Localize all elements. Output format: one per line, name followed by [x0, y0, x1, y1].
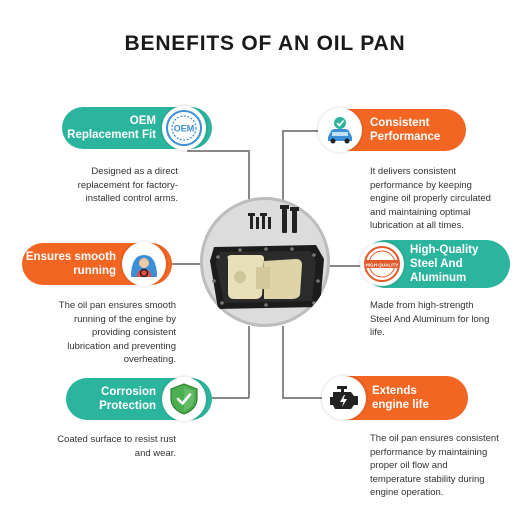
benefit-quality-title: High-Quality [410, 244, 479, 256]
connector-line [282, 130, 284, 200]
page-title: BENEFITS OF AN OIL PAN [124, 32, 406, 55]
connector-line [187, 150, 249, 152]
benefit-extends-desc: The oil pan ensures consistent performan… [370, 433, 499, 498]
quality-stamp-icon: HIGH QUALITY [360, 242, 404, 286]
oil-pan-image [200, 197, 330, 327]
benefit-quality-desc: Made from high-strength Steel And Alumin… [370, 300, 490, 338]
benefit-extends-title: Extends [372, 385, 417, 397]
benefit-oem-desc: Designed as a direct replacement for fac… [77, 166, 178, 204]
benefit-consistent-title: Performance [370, 131, 441, 143]
benefit-quality-title: Aluminum [410, 272, 467, 284]
benefit-consistent-title: Consistent [370, 117, 430, 129]
connector-line [248, 150, 250, 200]
oem-seal-icon: OEM [162, 106, 206, 150]
connector-line [168, 263, 202, 265]
benefit-extends-title: engine life [372, 399, 429, 411]
shield-check-icon [162, 377, 206, 421]
benefit-corrosion-desc: Coated surface to resist rust and wear. [57, 434, 176, 459]
benefit-corrosion-title: Corrosion [101, 386, 156, 398]
connector-line [328, 265, 366, 267]
benefit-smooth-desc: The oil pan ensures smooth running of th… [58, 300, 176, 365]
benefit-smooth-title: running [73, 265, 116, 277]
connector-line [282, 326, 284, 398]
benefit-oem-title: OEM [129, 115, 156, 127]
driver-icon [122, 242, 166, 286]
connector-line [248, 326, 250, 398]
car-check-icon [318, 108, 362, 152]
connector-line [202, 397, 249, 399]
engine-icon [322, 376, 366, 420]
quality-badge-text: HIGH QUALITY [366, 262, 399, 267]
benefit-quality-title: Steel And [410, 258, 463, 270]
oil-pan-icon [210, 205, 324, 309]
connector-line [282, 130, 322, 132]
benefit-smooth-title: Ensures smooth [25, 251, 116, 263]
benefit-corrosion-title: Protection [99, 400, 156, 412]
connector-line [282, 397, 324, 399]
benefit-consistent-desc: It delivers consistent performance by ke… [370, 166, 491, 231]
benefit-oem-title: Replacement Fit [67, 129, 156, 141]
oem-badge-text: OEM [174, 124, 195, 134]
